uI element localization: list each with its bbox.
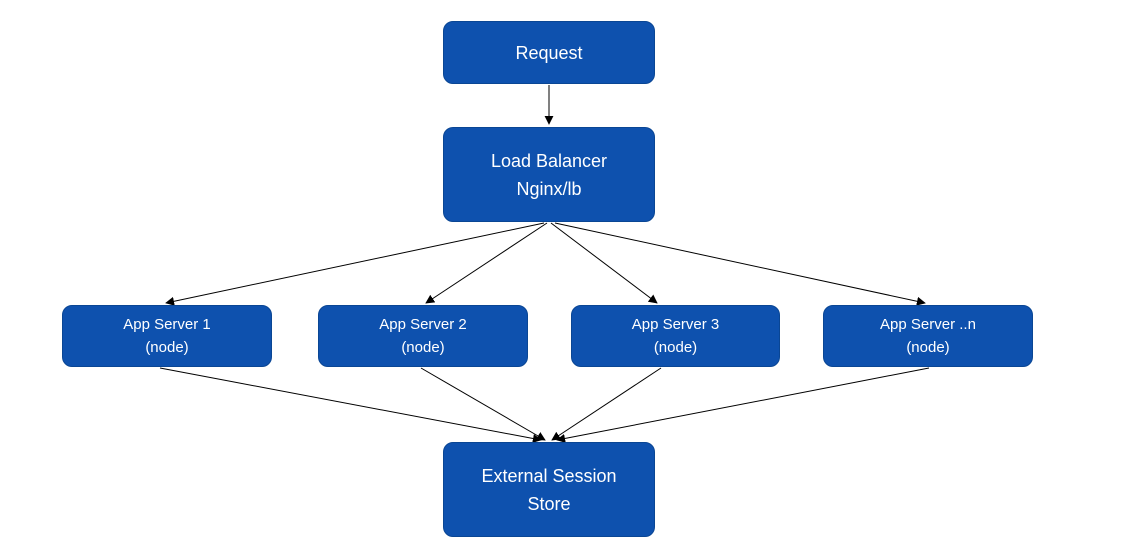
node-app-server-n-line1: App Server ..n — [880, 316, 976, 333]
edge-app_server_1-to-external_session_store — [159, 367, 542, 443]
edge-app_server_3-to-external_session_store — [551, 367, 662, 441]
node-app-server-1-line1: App Server 1 — [123, 316, 211, 333]
node-request-label: Request — [515, 42, 583, 63]
node-load-balancer: Load Balancer Nginx/lb — [443, 127, 655, 222]
node-app-server-3-line2: (node) — [653, 339, 698, 356]
edge-app_server_2-to-external_session_store — [420, 367, 546, 441]
node-app-server-2-line1: App Server 2 — [379, 316, 467, 333]
node-request: Request — [443, 21, 655, 84]
node-app-server-3: App Server 3 (node) — [571, 305, 780, 367]
node-load-balancer-line2: Nginx/lb — [516, 178, 582, 199]
node-external-session-store-line2: Store — [527, 493, 571, 514]
edge-load_balancer-to-app_server_n — [554, 222, 926, 306]
node-app-server-2-line2: (node) — [401, 339, 445, 356]
node-external-session-store: External Session Store — [443, 442, 655, 537]
edge-load_balancer-to-app_server_3 — [550, 222, 658, 304]
node-app-server-n-line2: (node) — [906, 339, 950, 356]
node-app-server-1-line2: (node) — [145, 339, 189, 356]
node-app-server-n: App Server ..n (node) — [823, 305, 1033, 367]
node-external-session-store-line1: External Session — [481, 465, 617, 486]
edge-load_balancer-to-app_server_2 — [425, 222, 548, 304]
node-load-balancer-line1: Load Balancer — [490, 150, 608, 171]
node-app-server-3-line1: App Server 3 — [631, 316, 720, 333]
edge-load_balancer-to-app_server_1 — [165, 222, 545, 306]
edge-app_server_n-to-external_session_store — [556, 367, 930, 443]
node-app-server-1: App Server 1 (node) — [62, 305, 272, 367]
node-app-server-2: App Server 2 (node) — [318, 305, 528, 367]
